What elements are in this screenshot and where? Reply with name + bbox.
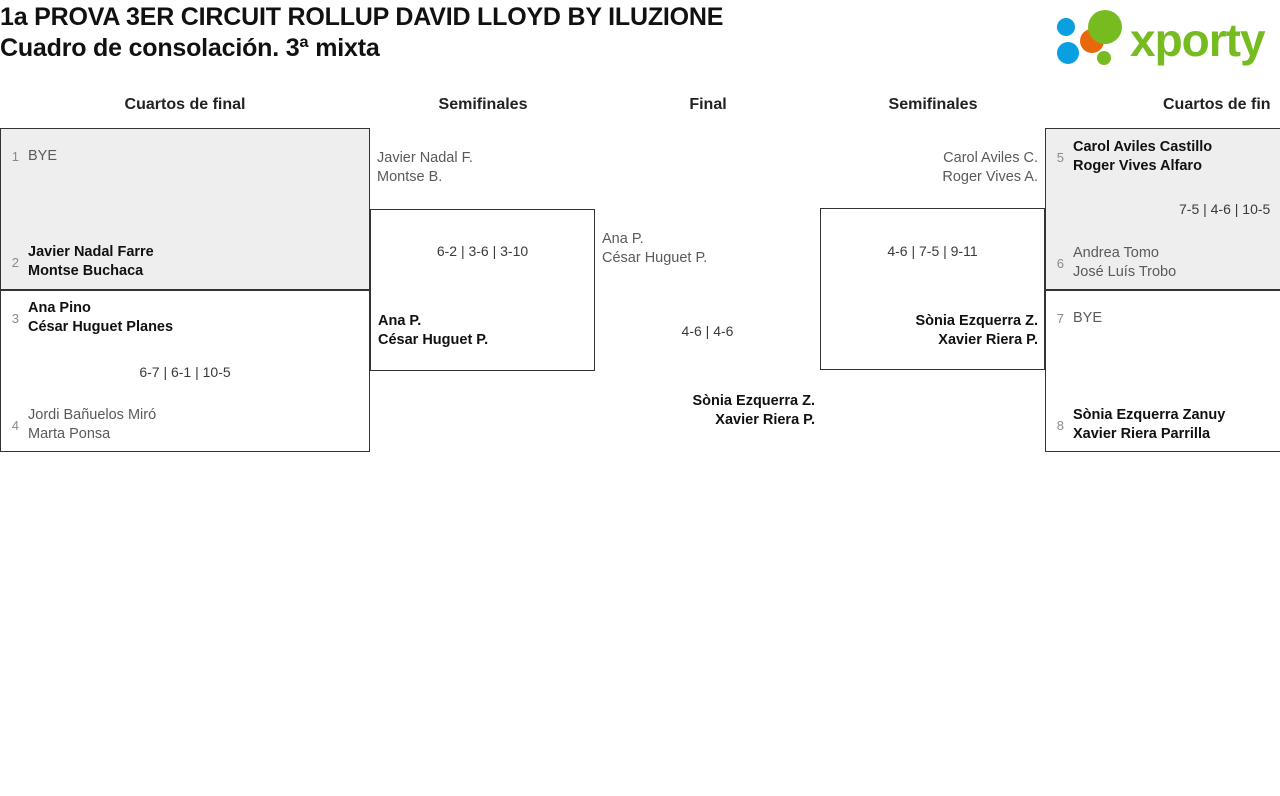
player-name-2: Xavier Riera P.	[715, 412, 815, 428]
player-name-1: Javier Nadal Farre	[28, 244, 154, 260]
player-pair: Ana Pino César Huguet Planes	[28, 299, 173, 337]
match-score-final: 4-6 | 4-6	[681, 323, 734, 339]
seed-number: 2	[11, 254, 19, 270]
player-name-2: Xavier Riera P.	[938, 332, 1038, 348]
seed-number: 6	[1056, 255, 1064, 271]
player-name-2: César Huguet P.	[378, 332, 489, 348]
player-name-1: BYE	[28, 148, 58, 164]
player-pair: Jordi Bañuelos Miró Marta Ponsa	[28, 406, 156, 444]
match-score-qf-left-2: 6-7 | 6-1 | 10-5	[139, 364, 231, 380]
player-pair: Sònia Ezquerra Z. Xavier Riera P.	[821, 312, 1038, 350]
player-name-2: Roger Vives A.	[942, 169, 1038, 185]
slot-qf-left-2-top[interactable]: 3 Ana Pino César Huguet Planes	[9, 299, 173, 337]
player-name-1: BYE	[1073, 310, 1103, 326]
player-pair: BYE	[28, 147, 57, 166]
player-name-1: Carol Aviles C.	[943, 150, 1038, 166]
bracket-subtitle: Cuadro de consolación. 3ª mixta	[0, 34, 380, 62]
slot-sf-right-bottom[interactable]: Sònia Ezquerra Z. Xavier Riera P.	[821, 312, 1038, 350]
slot-qf-right-2-top[interactable]: 7 BYE	[1054, 309, 1102, 328]
slot-qf-left-1-top[interactable]: 1 BYE	[9, 147, 57, 166]
svg-text:xporty: xporty	[1130, 14, 1266, 66]
player-name-2: José Luís Trobo	[1073, 264, 1177, 280]
player-pair: Ana P. César Huguet P.	[602, 230, 707, 268]
player-pair: Andrea Tomo José Luís Trobo	[1073, 244, 1176, 282]
player-pair: Carol Aviles Castillo Roger Vives Alfaro	[1073, 138, 1212, 176]
tournament-title: 1a PROVA 3ER CIRCUIT ROLLUP DAVID LLOYD …	[0, 3, 724, 31]
match-box-qf-left-2[interactable]: 3 Ana Pino César Huguet Planes 6-7 | 6-1…	[0, 290, 370, 452]
match-box-qf-left-1[interactable]: 1 BYE 2 Javier Nadal Farre Montse Buchac…	[0, 128, 370, 290]
player-name-1: Ana Pino	[28, 300, 91, 316]
player-name-1: Andrea Tomo	[1073, 245, 1159, 261]
player-pair: Javier Nadal F. Montse B.	[377, 149, 473, 187]
match-score-sf-left: 6-2 | 3-6 | 3-10	[436, 243, 529, 259]
column-header-qf-right: Cuartos de fin	[1163, 96, 1271, 113]
slot-sf-left-top[interactable]: Javier Nadal F. Montse B.	[377, 149, 473, 187]
slot-qf-left-2-bottom[interactable]: 4 Jordi Bañuelos Miró Marta Ponsa	[9, 406, 156, 444]
player-name-1: Ana P.	[378, 313, 422, 329]
match-score-qf-right-1: 7-5 | 4-6 | 10-5	[1179, 201, 1271, 217]
slot-final-top[interactable]: Ana P. César Huguet P.	[602, 230, 707, 268]
player-name-1: Sònia Ezquerra Zanuy	[1073, 407, 1226, 423]
match-box-qf-right-1[interactable]: 5 Carol Aviles Castillo Roger Vives Alfa…	[1045, 128, 1280, 290]
player-pair: Javier Nadal Farre Montse Buchaca	[28, 243, 154, 281]
seed-number: 5	[1056, 149, 1064, 165]
slot-sf-right-top[interactable]: Carol Aviles C. Roger Vives A.	[820, 149, 1038, 187]
seed-number: 1	[11, 149, 19, 164]
slot-qf-right-1-top[interactable]: 5 Carol Aviles Castillo Roger Vives Alfa…	[1054, 138, 1212, 176]
player-name-2: Roger Vives Alfaro	[1073, 158, 1202, 174]
slot-sf-left-bottom[interactable]: Ana P. César Huguet P.	[378, 312, 488, 350]
slot-qf-right-2-bottom[interactable]: 8 Sònia Ezquerra Zanuy Xavier Riera Parr…	[1054, 406, 1226, 444]
seed-number: 8	[1056, 417, 1064, 433]
xporty-logo[interactable]: xporty	[1048, 6, 1280, 68]
player-name-2: Montse Buchaca	[28, 263, 144, 279]
seed-number: 4	[11, 417, 19, 433]
match-box-qf-right-2[interactable]: 7 BYE 8 Sònia Ezquerra Zanuy Xavier Rier…	[1045, 290, 1280, 452]
player-pair: Ana P. César Huguet P.	[378, 312, 488, 350]
column-header-sf-left: Semifinales	[438, 96, 528, 113]
seed-number: 7	[1056, 311, 1064, 326]
player-name-1: Sònia Ezquerra Z.	[915, 313, 1038, 329]
player-pair: BYE	[1073, 309, 1102, 328]
column-header-sf-right: Semifinales	[888, 96, 978, 113]
column-header-qf-left: Cuartos de final	[124, 96, 246, 113]
page-title: 1a PROVA 3ER CIRCUIT ROLLUP DAVID LLOYD …	[0, 2, 1030, 64]
slot-final-bottom[interactable]: Sònia Ezquerra Z. Xavier Riera P.	[595, 392, 815, 430]
player-name-1: Carol Aviles Castillo	[1073, 139, 1213, 155]
player-name-1: Javier Nadal F.	[377, 150, 473, 166]
player-name-1: Ana P.	[602, 231, 644, 247]
seed-number: 3	[11, 310, 19, 326]
player-pair: Carol Aviles C. Roger Vives A.	[820, 149, 1038, 187]
player-pair: Sònia Ezquerra Zanuy Xavier Riera Parril…	[1073, 406, 1225, 444]
slot-qf-right-1-bottom[interactable]: 6 Andrea Tomo José Luís Trobo	[1054, 244, 1176, 282]
slot-qf-left-1-bottom[interactable]: 2 Javier Nadal Farre Montse Buchaca	[9, 243, 154, 281]
player-name-2: César Huguet P.	[602, 250, 708, 266]
player-name-2: César Huguet Planes	[28, 319, 174, 335]
player-name-2: Montse B.	[377, 169, 443, 185]
player-name-2: Marta Ponsa	[28, 426, 111, 442]
player-name-1: Sònia Ezquerra Z.	[692, 393, 815, 409]
match-box-sf-left[interactable]: 6-2 | 3-6 | 3-10 Ana P. César Huguet P.	[370, 209, 595, 371]
match-box-sf-right[interactable]: 4-6 | 7-5 | 9-11 Sònia Ezquerra Z. Xavie…	[820, 208, 1045, 370]
player-name-1: Jordi Bañuelos Miró	[28, 407, 157, 423]
column-header-final: Final	[689, 96, 727, 113]
player-pair: Sònia Ezquerra Z. Xavier Riera P.	[595, 392, 815, 430]
match-score-sf-right: 4-6 | 7-5 | 9-11	[887, 243, 978, 259]
player-name-2: Xavier Riera Parrilla	[1073, 426, 1211, 442]
